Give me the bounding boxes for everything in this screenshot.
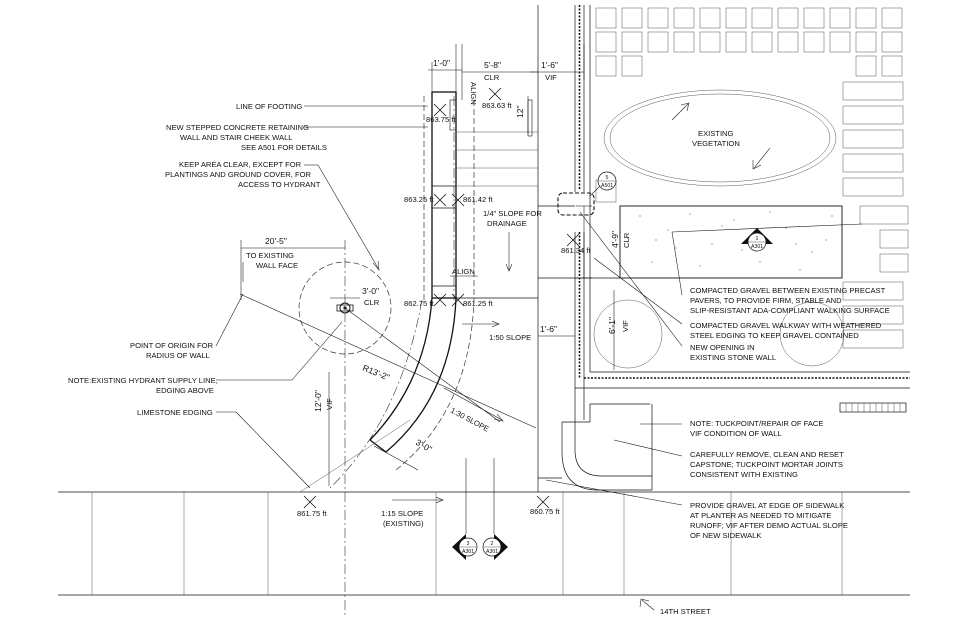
elevation-label: 861.25 ft (463, 299, 493, 308)
note-keep-clear-2: PLANTINGS AND GROUND COVER, FOR (165, 170, 312, 179)
dim-12: 12" (515, 105, 525, 118)
note-limestone: LIMESTONE EDGING (137, 408, 213, 417)
elevation-label: 862.75 ft (404, 299, 434, 308)
street-label: 14TH STREET (660, 607, 711, 616)
note-hydrant-2: EDGING ABOVE (156, 386, 214, 395)
dim-6-1: 6'-1" (607, 317, 617, 334)
precast-pavers (595, 7, 909, 349)
note-sidewalk-1: PROVIDE GRAVEL AT EDGE OF SIDEWALK (690, 501, 844, 510)
right-leaders (545, 102, 863, 611)
note-vegetation-2: VEGETATION (692, 139, 740, 148)
note-capstone-2: CAPSTONE; TUCKPOINT MORTAR JOINTS (690, 460, 843, 469)
note-keep-clear-3: ACCESS TO HYDRANT (238, 180, 321, 189)
align-label: ALIGN (469, 82, 478, 105)
dim-5-8-note: CLR (484, 73, 500, 82)
note-vegetation-1: EXISTING (698, 129, 734, 138)
detail-number: 5 (606, 175, 609, 181)
elevation-label: 863.75 ft (426, 115, 456, 124)
dim-1-6-top: 1'-6" (541, 60, 558, 70)
note-gravel-pavers-3: SLIP-RESISTANT ADA-COMPLIANT WALKING SUR… (690, 306, 890, 315)
note-sidewalk-2: AT PLANTER AS NEEDED TO MITIGATE (690, 511, 832, 520)
section-sheet: A301 (751, 244, 763, 250)
note-new-opening-1: NEW OPENING IN (690, 343, 755, 352)
note-gravel-pavers-1: COMPACTED GRAVEL BETWEEN EXISTING PRECAS… (690, 286, 886, 295)
note-line-of-footing: LINE OF FOOTING (236, 102, 302, 111)
left-leaders (215, 105, 428, 489)
note-tuckpoint-2: VIF CONDITION OF WALL (690, 429, 782, 438)
existing-tree (779, 301, 845, 367)
align-label: ALIGN (452, 267, 475, 276)
note-keep-clear-1: KEEP AREA CLEAR, EXCEPT FOR (179, 160, 302, 169)
stair-treads (839, 402, 907, 413)
note-to-existing-2: WALL FACE (256, 261, 298, 270)
note-capstone-1: CAREFULLY REMOVE, CLEAN AND RESET (690, 450, 844, 459)
dim-3-0-clr: 3'-0" (362, 286, 379, 296)
dim-3-0-curve: 3'-0" (414, 437, 434, 454)
dim-12-0-note: VIF (325, 398, 334, 410)
slope-50-label: 1:50 SLOPE (489, 333, 531, 342)
note-sidewalk-3: RUNOFF; VIF AFTER DEMO ACTUAL SLOPE (690, 521, 848, 530)
dim-1-6-top-note: VIF (545, 73, 557, 82)
dim-4-9-note: CLR (622, 232, 631, 248)
note-new-opening-2: EXISTING STONE WALL (690, 353, 776, 362)
note-origin-2: RADIUS OF WALL (146, 351, 210, 360)
section-number: 1 (756, 236, 759, 242)
slope-note-line2: DRAINAGE (487, 219, 527, 228)
dimension-lines (240, 44, 615, 486)
section-number: 3 (467, 541, 470, 547)
elevation-label: 861.42 ft (463, 195, 493, 204)
note-tuckpoint-1: NOTE: TUCKPOINT/REPAIR OF FACE (690, 419, 823, 428)
note-gravel-walkway-2: STEEL EDGING TO KEEP GRAVEL CONTAINED (690, 331, 859, 340)
slope-arrows (392, 232, 513, 534)
dim-6-1-note: VIF (621, 320, 630, 332)
elevation-label: 861.75 ft (297, 509, 327, 518)
note-sidewalk-4: OF NEW SIDEWALK (690, 531, 761, 540)
existing-stone-wall (537, 5, 910, 492)
elevation-markers (303, 87, 580, 509)
section-sheet: A301 (486, 549, 498, 555)
dim-1-6-mid: 1'-6" (540, 324, 557, 334)
detail-sheet: A501 (601, 183, 613, 189)
elevation-label: 863.25 ft (404, 195, 434, 204)
section-callout-3: 3 A301 (452, 534, 478, 560)
dim-4-9: 4'-9" (610, 231, 620, 248)
existing-vegetation-area (603, 89, 837, 187)
slope-15-label: 1:15 SLOPE (381, 509, 423, 518)
dim-20-5: 20'-5" (265, 236, 287, 246)
elevation-label: 861.34 ft (561, 246, 591, 255)
dim-3-0-clr-note: CLR (364, 298, 380, 307)
note-capstone-3: CONSISTENT WITH EXISTING (690, 470, 798, 479)
dim-1-0: 1'-0" (433, 58, 450, 68)
note-origin-1: POINT OF ORIGIN FOR (130, 341, 213, 350)
section-callout-2: 2 A301 (482, 534, 508, 560)
slope-15-sub: (EXISTING) (383, 519, 424, 528)
elevation-label: 860.75 ft (530, 507, 560, 516)
sidewalk (58, 491, 910, 596)
note-gravel-walkway-1: COMPACTED GRAVEL WALKWAY WITH WEATHERED (690, 321, 882, 330)
note-gravel-pavers-2: PAVERS, TO PROVIDE FIRM, STABLE AND (690, 296, 842, 305)
section-callout-1: 1 A301 (741, 228, 773, 252)
elevation-label: 863.63 ft (482, 101, 512, 110)
existing-tree (593, 299, 663, 369)
section-sheet: A301 (462, 549, 474, 555)
dim-12-0: 12'-0" (313, 390, 323, 412)
retaining-wall (369, 91, 538, 471)
note-hydrant-1: NOTE:EXISTING HYDRANT SUPPLY LINE, (68, 376, 218, 385)
note-retaining-wall-1: NEW STEPPED CONCRETE RETAINING (166, 123, 309, 132)
dim-5-8: 5'-8" (484, 60, 501, 70)
note-to-existing-1: TO EXISTING (246, 251, 294, 260)
slope-note-line1: 1/4" SLOPE FOR (483, 209, 542, 218)
detail-callout-5: 5 A501 (557, 171, 617, 216)
section-number: 2 (491, 541, 494, 547)
note-retaining-wall-3: SEE A501 FOR DETAILS (241, 143, 327, 152)
radius-label: R13'-2" (361, 363, 391, 383)
note-retaining-wall-2: WALL AND STAIR CHEEK WALL (180, 133, 293, 142)
